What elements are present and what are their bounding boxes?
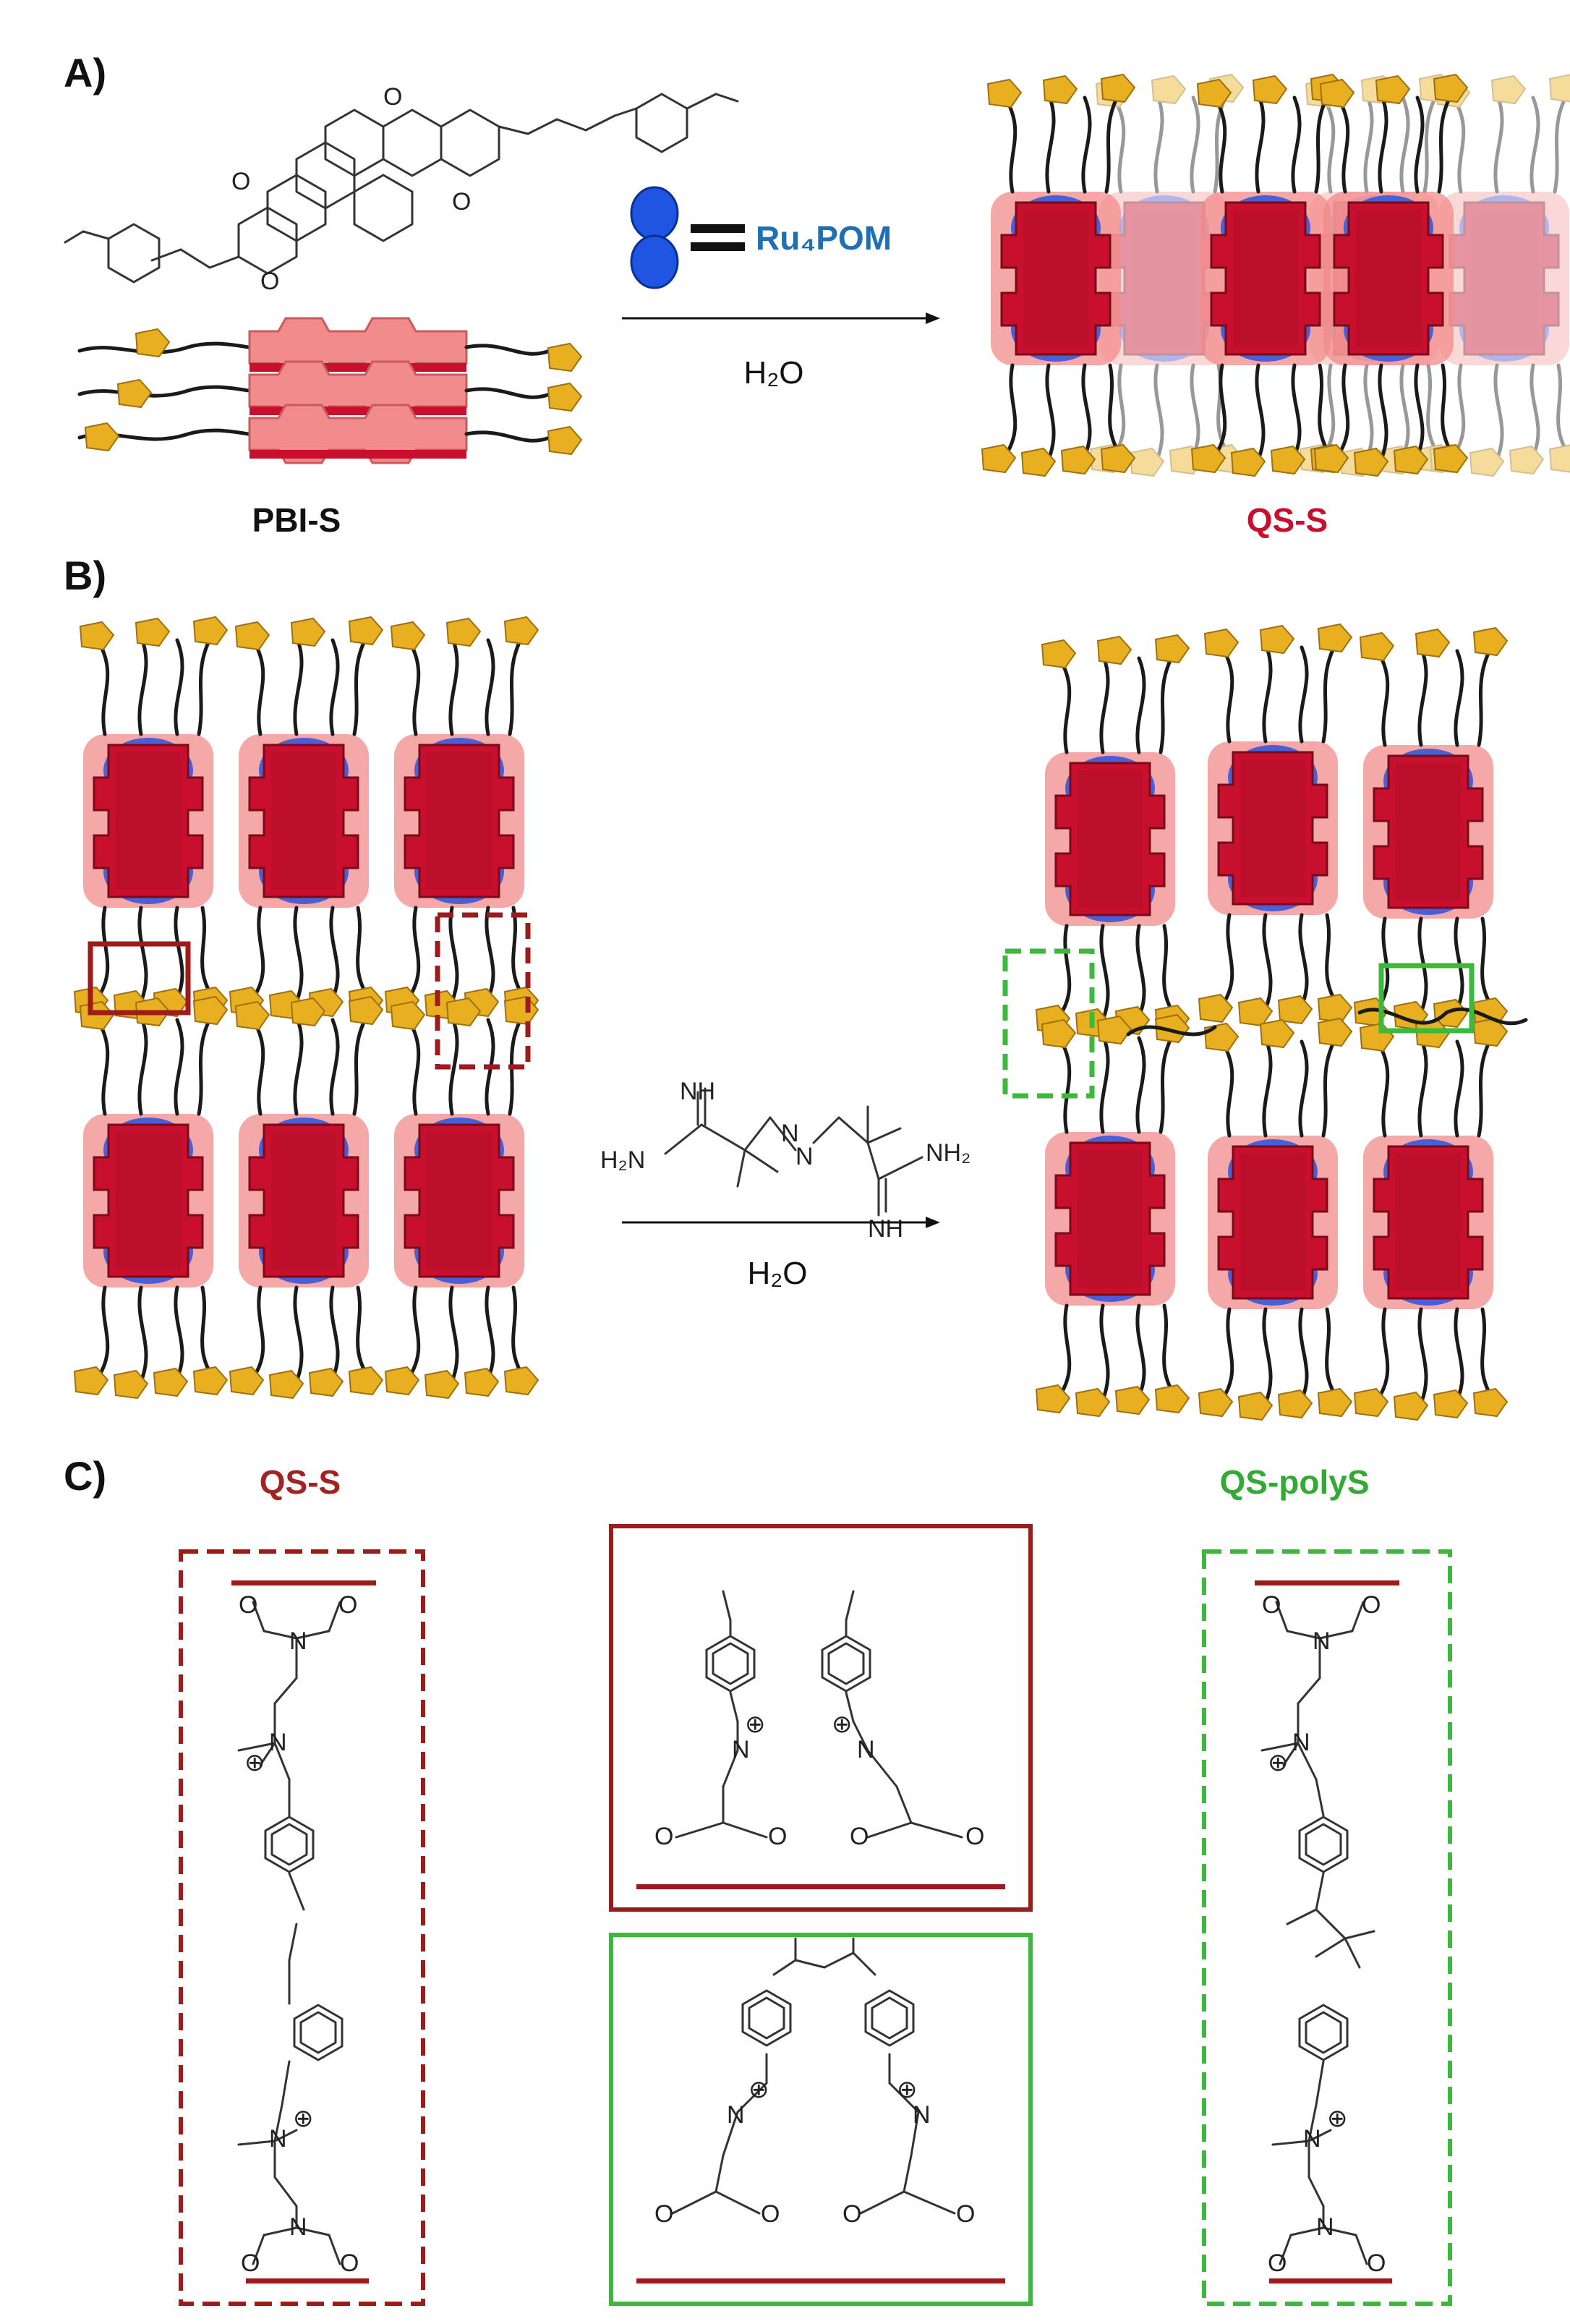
box-qs-s-monomer-pair: O O N N ⊕ N ⊕ N O O (179, 1549, 425, 2306)
qs-polys-grid-after (1036, 624, 1528, 1420)
atom-o-3: O (241, 2249, 260, 2277)
atom-o-c4: O (965, 1823, 984, 1850)
highlight-box-solid-red (88, 941, 191, 1016)
atom-n-r3: N (1303, 2125, 1321, 2153)
atom-o-4: O (340, 2249, 359, 2277)
atom-n-p1: N (727, 2101, 745, 2129)
charge-c2: ⊕ (832, 1711, 853, 1738)
atom-n-r1: N (1313, 1627, 1331, 1655)
pbi-oxygen-left: O (231, 168, 250, 195)
atom-o-c3: O (850, 1823, 869, 1850)
box-qs-polys-polymer: O O N N ⊕ N ⊕ N O O (1202, 1549, 1452, 2306)
pbi-molecule-structure: O O O O (64, 83, 739, 295)
atom-n-p2: N (913, 2101, 931, 2129)
atom-n-1: N (289, 1627, 307, 1655)
atom-n-c1: N (732, 1736, 750, 1763)
atom-o-r1: O (1262, 1591, 1281, 1619)
caption-qs-s: QS-S (1247, 501, 1328, 539)
pbi-oxygen-top: O (383, 83, 402, 111)
charge-c1: ⊕ (745, 1711, 766, 1738)
azo-initiator-structure: NH H₂N N N NH₂ NH (600, 1078, 970, 1243)
qs-s-assembly (962, 75, 1570, 476)
ru4pom-label: Ru₄POM (756, 219, 892, 257)
equals-sign-bottom (691, 242, 745, 251)
charge-2: ⊕ (293, 2105, 314, 2132)
charge-r1: ⊕ (1268, 1749, 1289, 1776)
atom-o-p1: O (654, 2200, 673, 2228)
pbi-s-stack-illustration (77, 317, 582, 464)
pbi-oxygen-bottom: O (260, 268, 279, 295)
atom-n-4: N (289, 2213, 307, 2241)
atom-n-r4: N (1316, 2213, 1334, 2241)
highlight-box-dashed-green (1002, 948, 1095, 1099)
caption-pbi-s: PBI-S (252, 501, 341, 539)
pbi-oxygen-right: O (452, 188, 471, 216)
reaction-arrow-b (622, 1217, 940, 1228)
atom-o-r4: O (1367, 2249, 1386, 2277)
panel-b-label: B) (64, 553, 106, 598)
condition-h2o-b: H₂O (747, 1256, 807, 1291)
qs-s-grid-before (74, 617, 538, 1398)
charge-r2: ⊕ (1327, 2105, 1348, 2132)
charge-p1: ⊕ (748, 2076, 769, 2103)
atom-o-r2: O (1362, 1591, 1381, 1619)
atom-o-r3: O (1268, 2249, 1287, 2277)
atom-o-c1: O (654, 1823, 673, 1850)
condition-h2o-a: H₂O (743, 355, 803, 391)
atom-o-2: O (338, 1591, 357, 1619)
atom-o-p4: O (956, 2200, 975, 2228)
charge-1: ⊕ (244, 1749, 265, 1776)
atom-o-p2: O (761, 2200, 780, 2228)
atom-n-3: N (269, 2125, 287, 2153)
atom-n-c2: N (857, 1736, 875, 1763)
reagent-amine-right: NH₂ (926, 1139, 970, 1167)
pom-icon-bottom (630, 234, 679, 289)
atom-o-p3: O (842, 2200, 861, 2228)
pom-icon-top (630, 186, 679, 241)
ru4pom-legend: Ru₄POM (630, 186, 892, 289)
reagent-azo-n1: N (781, 1120, 799, 1147)
panel-a-label: A) (64, 50, 106, 95)
equals-sign-top (691, 224, 745, 233)
charge-p2: ⊕ (897, 2076, 918, 2103)
reagent-azo-n2: N (795, 1143, 814, 1170)
atom-o-c2: O (768, 1823, 787, 1850)
box-lateral-polymer: N N ⊕ ⊕ O O O O (609, 1933, 1033, 2306)
reagent-amine-left: H₂N (600, 1146, 645, 1174)
panel-c-label: C) (64, 1453, 106, 1499)
reaction-arrow-a (622, 312, 940, 324)
box-lateral-monomers: N N ⊕ ⊕ O O O O (609, 1524, 1033, 1912)
title-qs-s: QS-S (260, 1463, 341, 1501)
atom-n-2: N (269, 1729, 287, 1756)
atom-o-1: O (239, 1591, 257, 1619)
title-qs-polys: QS-polyS (1219, 1463, 1369, 1501)
reagent-imine-right: NH (868, 1215, 903, 1243)
reagent-imine-left: NH (680, 1078, 715, 1105)
atom-n-r2: N (1292, 1729, 1310, 1756)
highlight-box-dashed-red (435, 912, 531, 1070)
highlight-box-solid-green (1378, 963, 1475, 1034)
